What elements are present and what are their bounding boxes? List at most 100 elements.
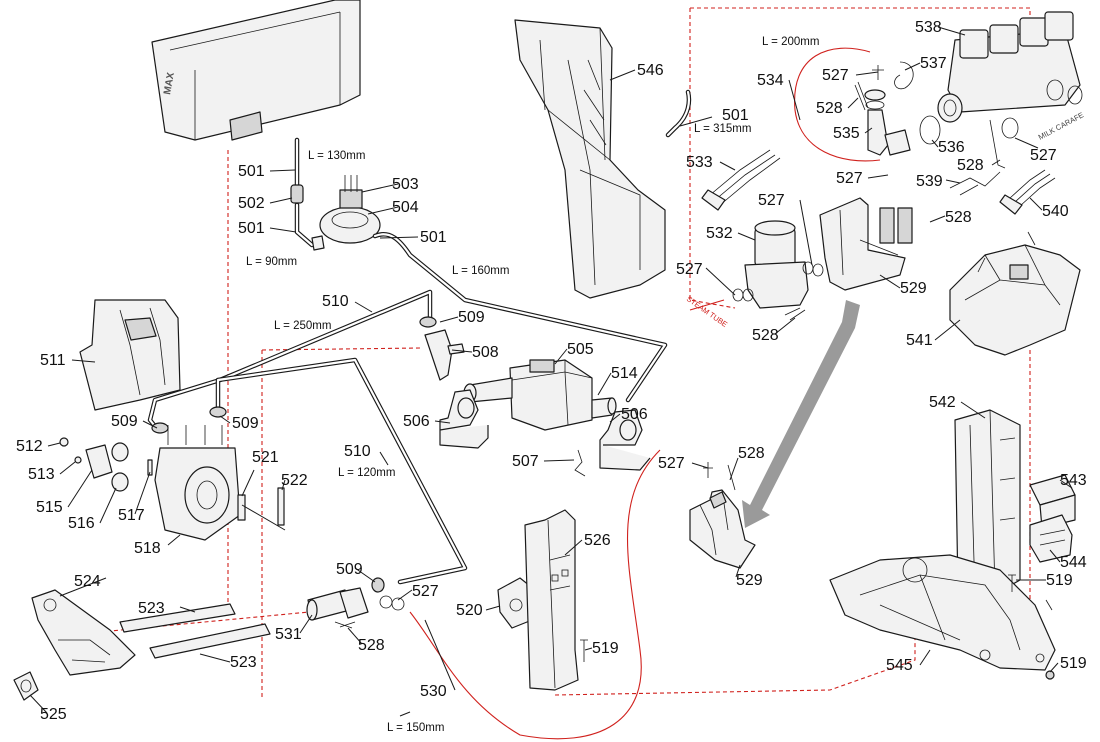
- part-546-duct: [514, 19, 666, 299]
- part-533-clip: [701, 149, 781, 211]
- callout-507: 507: [512, 453, 539, 470]
- callout-519-c: 519: [1060, 655, 1087, 672]
- callout-537: 537: [920, 55, 947, 72]
- callout-526: 526: [584, 532, 611, 549]
- callout-542: 542: [929, 394, 956, 411]
- part-505-pump: [463, 359, 617, 431]
- callout-528-f: 528: [738, 445, 765, 462]
- part-541-frame: [949, 231, 1081, 356]
- length-130: L = 130mm: [308, 150, 365, 162]
- callout-512: 512: [16, 438, 43, 455]
- assembly-arrow: [742, 300, 860, 528]
- callout-522: 522: [281, 472, 308, 489]
- callout-521: 521: [252, 449, 279, 466]
- callout-509-d: 509: [336, 561, 363, 578]
- callout-536: 536: [938, 139, 965, 156]
- callout-532: 532: [706, 225, 733, 242]
- callout-530: 530: [420, 683, 447, 700]
- callout-516: 516: [68, 515, 95, 532]
- part-507-clip: [574, 449, 586, 477]
- callout-508: 508: [472, 344, 499, 361]
- part-521-522-pins: [237, 487, 286, 531]
- callout-523-b: 523: [230, 654, 257, 671]
- callout-527-c: 527: [758, 192, 785, 209]
- callout-506-a: 506: [403, 413, 430, 430]
- dashed-route-heater: [261, 347, 421, 700]
- callout-533: 533: [686, 154, 713, 171]
- part-535-fitting: [854, 61, 941, 156]
- part-540-harness: [999, 169, 1056, 215]
- callout-529-b: 529: [736, 572, 763, 589]
- callout-523-a: 523: [138, 600, 165, 617]
- part-526-plate: [524, 509, 579, 691]
- wire-steam: [689, 299, 725, 311]
- callout-510-b: 510: [344, 443, 371, 460]
- callout-506-b: 506: [621, 406, 648, 423]
- callout-531: 531: [275, 626, 302, 643]
- part-532-valve: [732, 220, 809, 321]
- part-529-bracket-lower: [689, 462, 756, 569]
- callout-510-a: 510: [322, 293, 349, 310]
- length-90: L = 90mm: [246, 256, 297, 268]
- callout-504: 504: [392, 199, 419, 216]
- length-315: L = 315mm: [694, 123, 751, 135]
- part-529-bracket-top: [802, 197, 913, 291]
- tank-brand-label: MAX: [162, 71, 177, 95]
- callout-541: 541: [906, 332, 933, 349]
- wire-530: [409, 449, 661, 740]
- callout-505: 505: [567, 341, 594, 358]
- callout-528-c: 528: [816, 100, 843, 117]
- screws-519: [580, 574, 1055, 680]
- callout-525: 525: [40, 706, 67, 723]
- callout-535: 535: [833, 125, 860, 142]
- part-525-cap: [13, 671, 39, 701]
- tube-assembly-501-504: [290, 137, 668, 403]
- length-200: L = 200mm: [762, 36, 819, 48]
- callout-539: 539: [916, 173, 943, 190]
- callout-509-c: 509: [232, 415, 259, 432]
- part-545-base: [829, 554, 1056, 671]
- callout-538: 538: [915, 19, 942, 36]
- callout-528-e: 528: [957, 157, 984, 174]
- part-524-lever: [31, 589, 136, 676]
- callout-502: 502: [238, 195, 265, 212]
- wire-534: [794, 47, 881, 162]
- callout-514: 514: [611, 365, 638, 382]
- tube-501-long: [665, 89, 692, 138]
- leader-lines: [29, 26, 1073, 717]
- callout-543: 543: [1060, 472, 1087, 489]
- callout-545: 545: [886, 657, 913, 674]
- length-160: L = 160mm: [452, 265, 509, 277]
- part-518-boiler: [151, 316, 465, 541]
- callout-546: 546: [637, 62, 664, 79]
- callout-534: 534: [757, 72, 784, 89]
- length-120: L = 120mm: [338, 467, 395, 479]
- water-tank: MAX: [151, 0, 361, 141]
- part-511-shroud: [79, 299, 181, 411]
- callout-527-b: 527: [676, 261, 703, 278]
- milk-carafe-label: MILK CARAFE: [1037, 110, 1085, 141]
- callout-540: 540: [1042, 203, 1069, 220]
- length-250: L = 250mm: [274, 320, 331, 332]
- callout-529-a: 529: [900, 280, 927, 297]
- callout-527-g: 527: [658, 455, 685, 472]
- callout-501-d: 501: [722, 107, 749, 124]
- part-539-clip: [949, 171, 1001, 196]
- callout-509-b: 509: [111, 413, 138, 430]
- callout-544: 544: [1060, 554, 1087, 571]
- small-parts-512-517: [59, 437, 153, 492]
- part-544-module: [1029, 514, 1073, 563]
- callout-527-f: 527: [1030, 147, 1057, 164]
- callout-517: 517: [118, 507, 145, 524]
- callout-513: 513: [28, 466, 55, 483]
- callout-519-b: 519: [1046, 572, 1073, 589]
- callout-519-a: 519: [592, 640, 619, 657]
- part-506-mount-left: [439, 389, 489, 449]
- callout-515: 515: [36, 499, 63, 516]
- callout-527-e: 527: [836, 170, 863, 187]
- callout-503: 503: [392, 176, 419, 193]
- length-150: L = 150mm: [387, 722, 444, 734]
- steam-tube-label: STEAM TUBE: [685, 294, 729, 329]
- callout-501-c: 501: [420, 229, 447, 246]
